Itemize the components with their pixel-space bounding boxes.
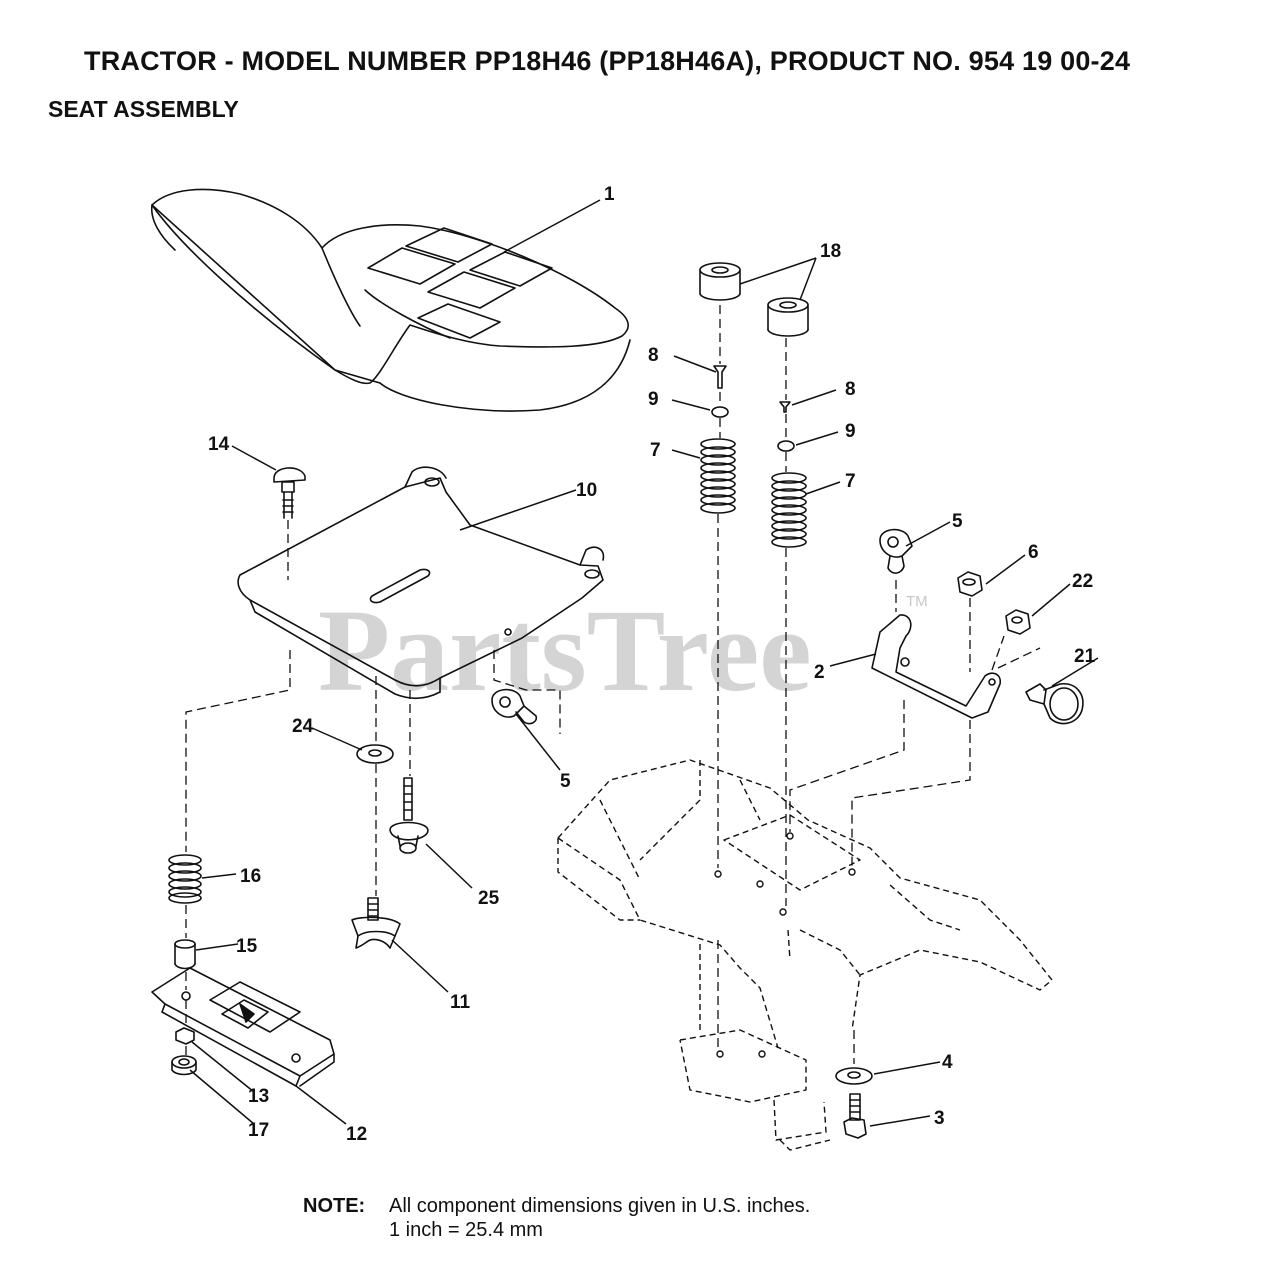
nut-part [957,571,983,597]
knob-part [351,897,401,949]
spring-part [700,438,736,514]
part-label-4: 4 [942,1052,953,1073]
part-label-13: 13 [248,1086,269,1107]
spring-part-b [771,472,807,548]
shoulder-bolt-part [1025,683,1084,725]
part-label-24: 24 [292,716,314,737]
part-label-22: 22 [1072,571,1093,592]
hex-bolt-part [843,1093,867,1139]
leader-lines [189,199,1099,1127]
part-label-21: 21 [1074,646,1096,667]
bracket-plate-part [151,967,335,1087]
part-label-6: 6 [1028,542,1039,563]
washer-part-c [356,744,394,764]
flange-nut-part [171,1055,197,1076]
bushing-part [174,939,196,970]
pin-part-b [779,401,791,413]
seat-pan-part [237,466,605,700]
bolt-part [389,777,429,854]
part-label-7: 7 [650,440,661,461]
part-label-14: 14 [208,434,230,455]
washer-part-d [835,1067,873,1085]
part-label-2: 2 [814,662,825,683]
part-label-15: 15 [236,936,258,957]
part-label-25: 25 [478,888,500,909]
part-label-9: 9 [648,389,659,410]
part-label-18: 18 [820,241,841,262]
part-label-10: 10 [576,480,597,501]
part-label-7b: 7 [845,471,856,492]
clip-part-b [491,688,538,725]
part-label-8b: 8 [845,379,856,400]
bracket-part [871,614,1002,719]
part-label-8: 8 [648,345,659,366]
assembly-lines [185,305,1041,1064]
section-title: SEAT ASSEMBLY [48,96,239,122]
watermark-tm: TM [906,593,928,610]
clip-part [879,528,913,574]
part-label-3: 3 [934,1108,945,1129]
spacer-part [699,262,809,337]
part-label-12: 12 [346,1124,367,1145]
frame-holes [714,832,856,1058]
nut-part-b [1005,609,1031,635]
seat-part [150,188,631,412]
note-label: NOTE: [303,1195,366,1217]
part-label-9b: 9 [845,421,856,442]
page-title: TRACTOR - MODEL NUMBER PP18H46 (PP18H46A… [84,46,1131,76]
pin-part [713,365,727,389]
part-label-5: 5 [952,511,963,532]
spring-part-c [168,854,202,904]
part-label-17: 17 [248,1120,269,1141]
part-label-16: 16 [240,866,261,887]
nut-part-c [175,1027,195,1045]
washer-part-b [777,440,795,452]
note-line-1: All component dimensions given in U.S. i… [389,1195,811,1217]
part-label-11: 11 [450,992,471,1013]
washer-part [711,406,729,418]
part-label-1: 1 [604,184,615,205]
part-label-5b: 5 [560,771,571,792]
carriage-bolt-part [273,467,306,519]
tractor-frame [557,759,1053,1151]
note-line-2: 1 inch = 25.4 mm [389,1219,543,1241]
watermark: PartsTree [318,585,812,716]
